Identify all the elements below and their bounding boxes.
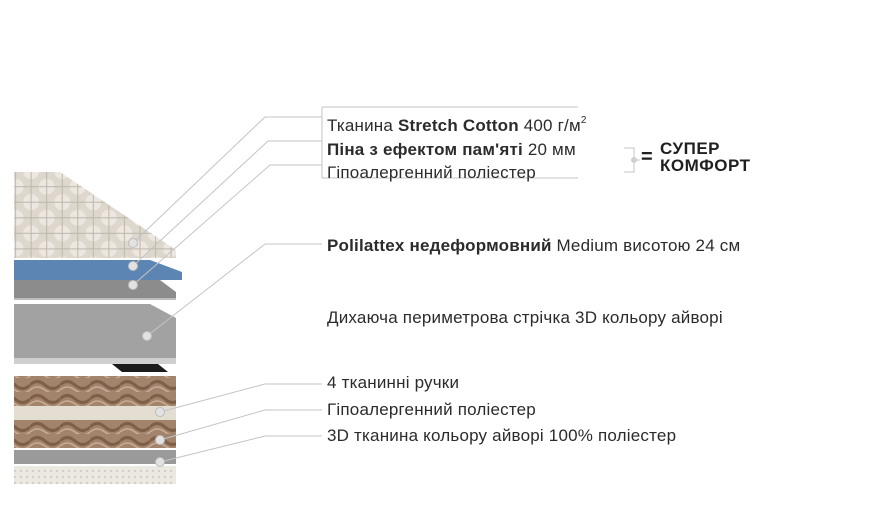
- memory-foam-layer: [14, 260, 182, 280]
- polyester-layer-bottom: [14, 450, 176, 464]
- perimeter-tape-layer: [14, 376, 176, 406]
- handle-element: [112, 364, 168, 372]
- base-3d-fabric-layer: [14, 466, 176, 484]
- latex-core-layer: [14, 304, 176, 358]
- layer-label-perimeter-tape: Дихаюча периметрова стрічка 3D кольору а…: [327, 308, 723, 327]
- equals-sign: =: [641, 146, 653, 168]
- layer-label-handles: 4 тканинні ручки: [327, 373, 460, 392]
- quilted-top-layer: [14, 172, 176, 258]
- super-comfort-label: СУПЕР КОМФОРТ: [660, 139, 751, 175]
- polyester-layer-top: [14, 280, 176, 298]
- layer-label-polilattex: Polilattex недеформовний Medium висотою …: [327, 236, 741, 255]
- layer-label-3d-fabric: 3D тканина кольору айворі 100% поліестер: [327, 426, 677, 445]
- layer-label-memory-foam: Піна з ефектом пам'яті 20 мм: [327, 140, 576, 159]
- layer-label-polyester-bottom: Гіпоалергенний поліестер: [327, 400, 536, 419]
- layer-label-stretch-cotton: Тканина Stretch Cotton 400 г/м2: [327, 115, 587, 135]
- layer-label-polyester-top: Гіпоалергенний поліестер: [327, 163, 536, 182]
